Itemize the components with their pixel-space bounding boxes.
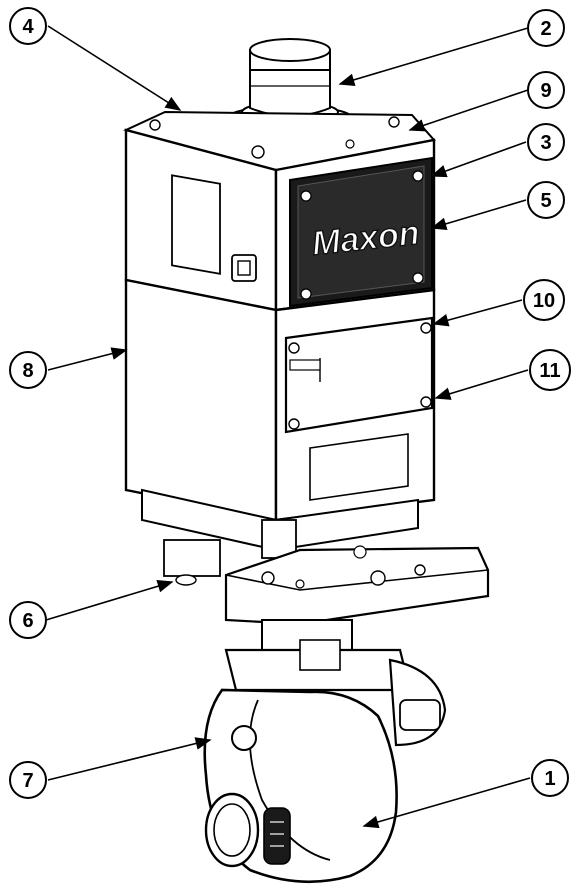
callout-number: 10 (533, 290, 555, 312)
callout-11: 11 (529, 349, 571, 391)
maxon-nameplate: Maxon (289, 156, 433, 308)
valve-body (203, 688, 441, 884)
lower-housing (124, 278, 436, 559)
callout-number: 1 (544, 768, 555, 790)
callout-number: 5 (540, 190, 551, 212)
callout-10: 10 (523, 279, 565, 321)
callout-4: 4 (9, 7, 47, 45)
callout-number: 7 (22, 770, 33, 792)
callout-number: 11 (539, 360, 560, 382)
callout-number: 4 (22, 16, 34, 38)
callout-number: 9 (540, 80, 551, 102)
callout-3: 3 (527, 123, 565, 161)
leader-lines (45, 25, 531, 829)
cover-plate (284, 316, 434, 501)
callout-8: 8 (9, 351, 47, 389)
callout-2: 2 (527, 9, 565, 47)
callout-9: 9 (527, 71, 565, 109)
callout-number: 6 (22, 610, 33, 632)
callout-number: 3 (540, 132, 551, 154)
callout-6: 6 (9, 601, 47, 639)
callout-7: 7 (9, 761, 47, 799)
callout-number: 8 (22, 360, 33, 382)
callout-number: 2 (540, 18, 551, 40)
callout-5: 5 (527, 181, 565, 219)
mounting-bracket (163, 539, 490, 626)
callout-1: 1 (531, 759, 569, 797)
